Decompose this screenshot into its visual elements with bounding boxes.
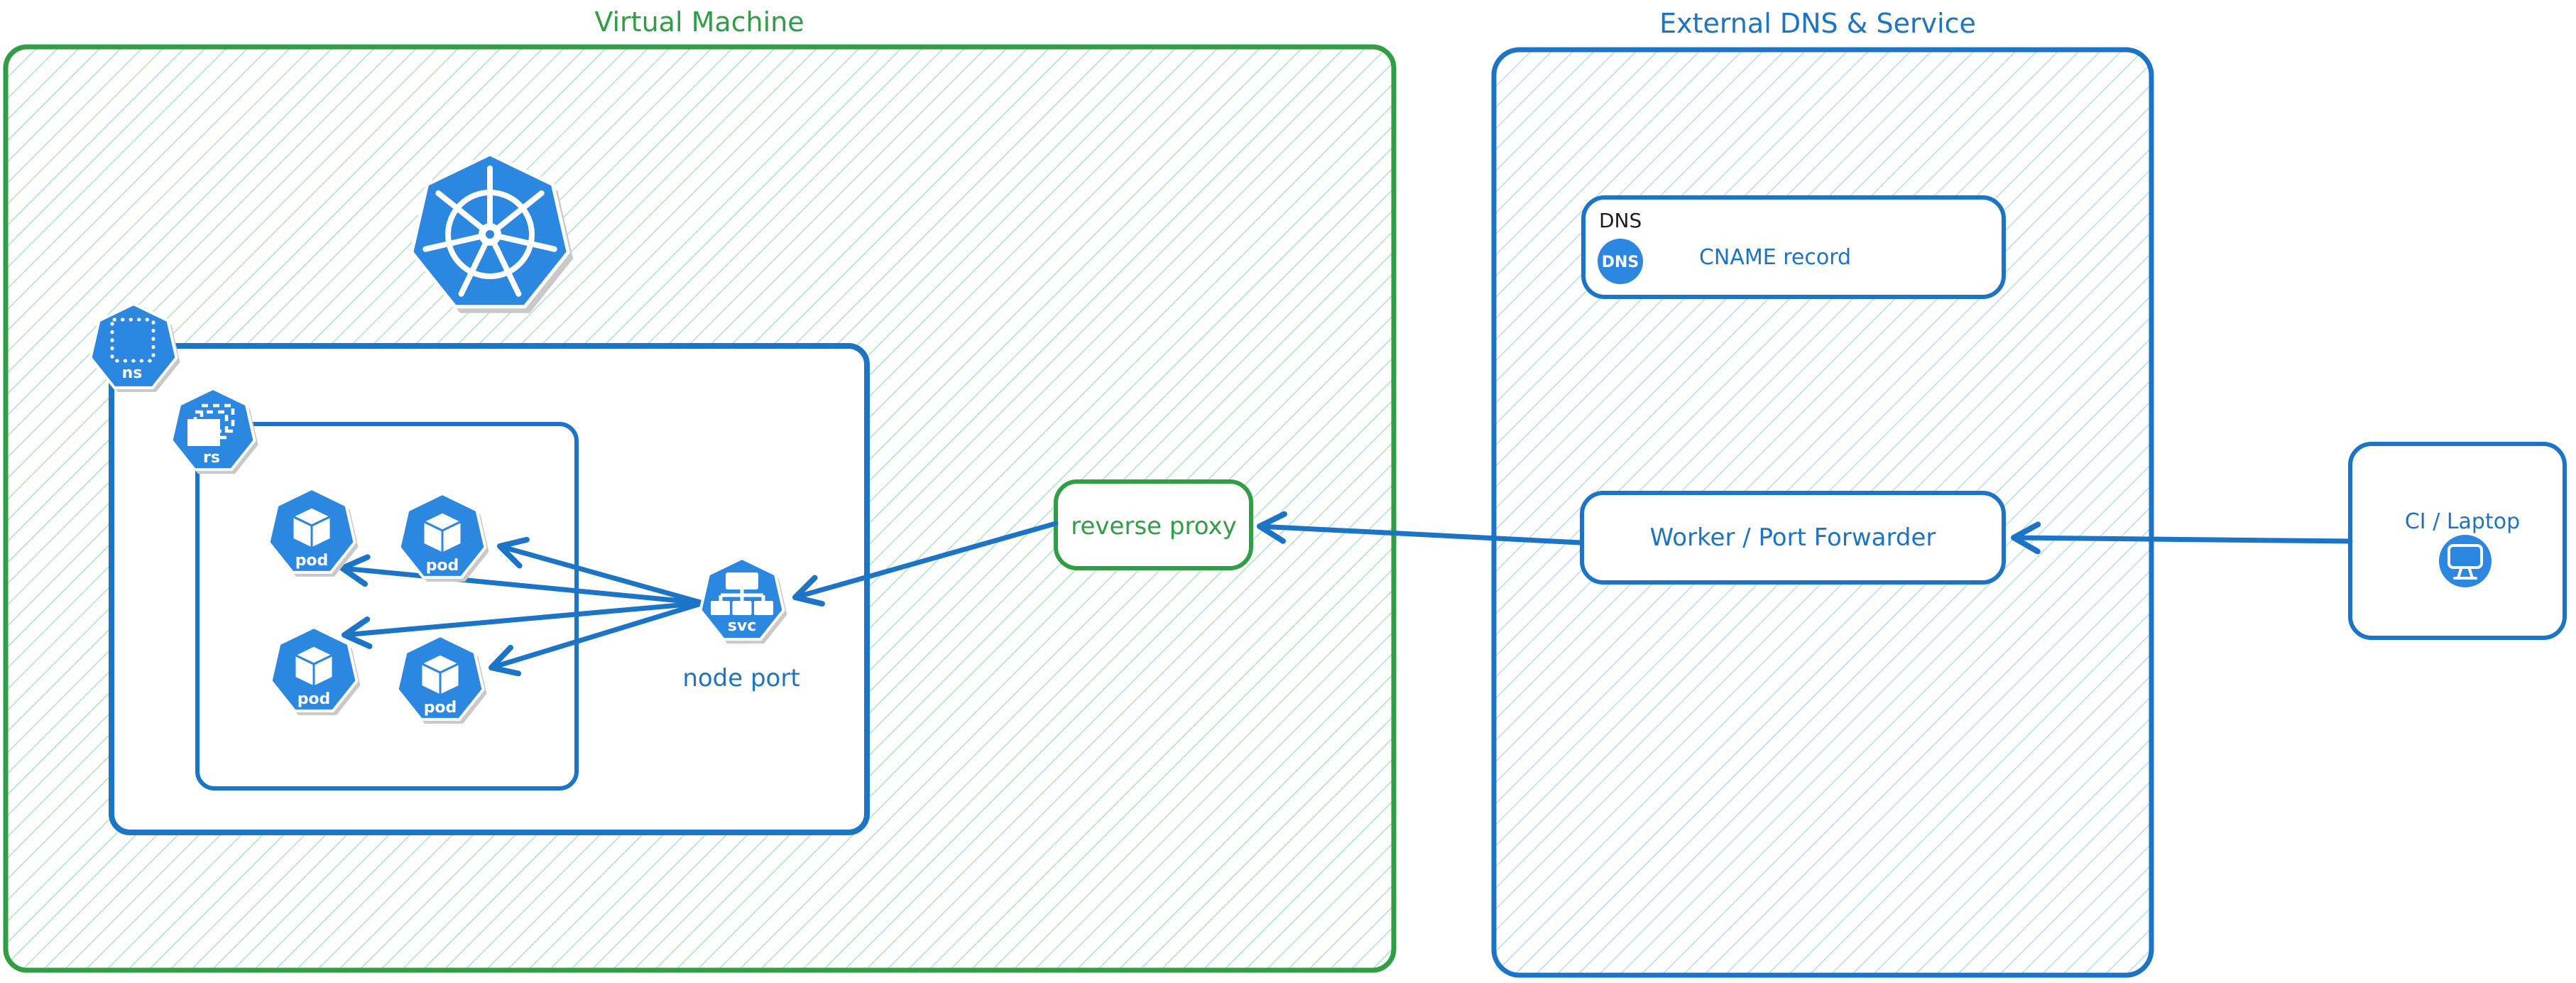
arrow-reverse-proxy-to-service bbox=[792, 521, 1059, 607]
cname-label: CNAME record bbox=[1699, 245, 1851, 270]
replicaset-icon: rs bbox=[170, 386, 258, 474]
arrows bbox=[339, 511, 2353, 677]
worker-box bbox=[1580, 491, 2006, 585]
node-port-label: node port bbox=[682, 664, 799, 693]
svg-text:pod: pod bbox=[424, 699, 457, 717]
arrow-service-to-pod-2 bbox=[497, 536, 706, 606]
ci-laptop-label: CI / Laptop bbox=[2405, 509, 2520, 534]
dns-header-label: DNS bbox=[1599, 209, 1642, 232]
pods: pod pod pod pod bbox=[267, 487, 489, 724]
arrow-service-to-pod-3 bbox=[342, 600, 706, 649]
pod-icon: pod bbox=[398, 492, 489, 582]
kubernetes-logo-icon bbox=[410, 152, 574, 313]
external-title: External DNS & Service bbox=[1659, 8, 1976, 39]
svg-text:pod: pod bbox=[426, 557, 459, 575]
svg-text:DNS: DNS bbox=[1602, 254, 1639, 271]
replicaset-box bbox=[195, 422, 579, 791]
dns-box bbox=[1581, 195, 2006, 299]
arrow-ci-to-worker bbox=[2011, 521, 2353, 555]
svg-text:ns: ns bbox=[122, 364, 143, 382]
ci-laptop-node: CI / Laptop bbox=[2348, 442, 2567, 640]
svg-text:pod: pod bbox=[295, 552, 329, 570]
reverse-proxy-label: reverse proxy bbox=[1071, 512, 1236, 541]
dns-badge-icon: DNS bbox=[1598, 239, 1643, 284]
laptop-icon bbox=[2439, 535, 2492, 587]
svg-text:svc: svc bbox=[728, 617, 756, 635]
worker-label: Worker / Port Forwarder bbox=[1650, 523, 1936, 552]
svg-text:rs: rs bbox=[203, 449, 220, 467]
namespace-icon: ns bbox=[89, 302, 180, 392]
svg-text:pod: pod bbox=[298, 690, 331, 708]
worker-node: Worker / Port Forwarder bbox=[1580, 491, 2006, 585]
service-icon: svc bbox=[699, 556, 787, 644]
arrow-service-to-pod-1 bbox=[339, 554, 706, 606]
vm-title: Virtual Machine bbox=[594, 6, 804, 38]
dns-node: DNS DNS CNAME record bbox=[1581, 195, 2006, 299]
pod-icon: pod bbox=[395, 634, 487, 724]
reverse-proxy-node: reverse proxy bbox=[1054, 479, 1253, 570]
arrow-worker-to-reverse-proxy bbox=[1257, 511, 1583, 545]
pod-icon: pod bbox=[267, 487, 359, 577]
pod-icon: pod bbox=[269, 625, 361, 715]
arrow-service-to-pod-4 bbox=[489, 600, 706, 677]
